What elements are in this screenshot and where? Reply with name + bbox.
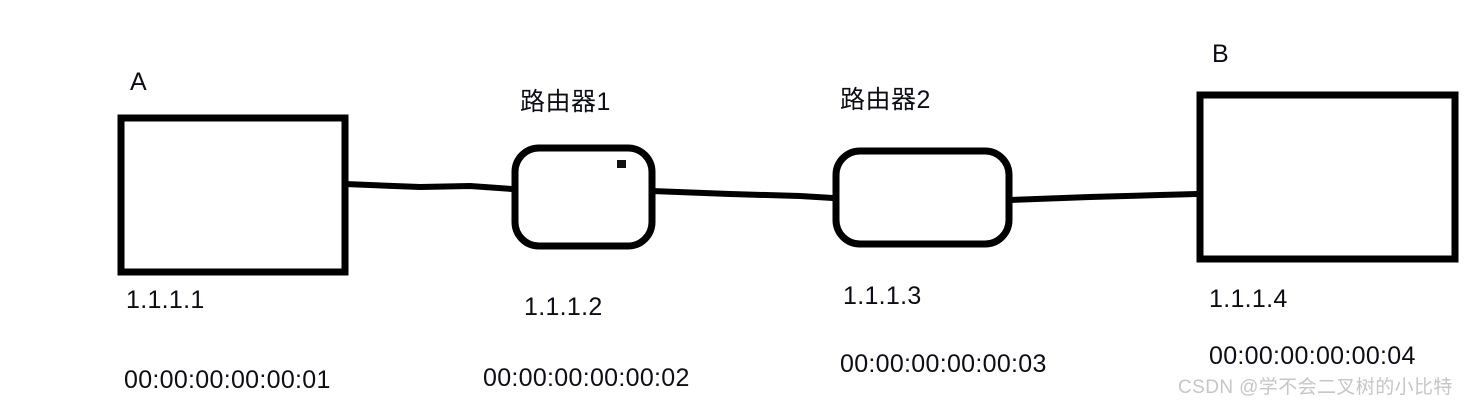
host-a-shape[interactable] [117, 114, 349, 276]
host-b-title: B [1212, 40, 1229, 68]
host-a-title: A [130, 68, 147, 96]
host-b-ip-label: 1.1.1.4 [1209, 285, 1288, 313]
csdn-watermark: CSDN @学不会二叉树的小比特 [1178, 377, 1453, 398]
router-2-mac-label: 00:00:00:00:00:03 [840, 350, 1047, 378]
router-1-indicator-dot [617, 160, 626, 168]
link-router-1-router-2 [651, 188, 834, 201]
router-2-shape[interactable] [832, 147, 1013, 248]
link-router-2-host-b [1008, 191, 1198, 203]
router-1-ip-label: 1.1.1.2 [524, 293, 603, 321]
router-1-mac-label: 00:00:00:00:00:02 [483, 364, 690, 392]
router-2-title: 路由器2 [840, 86, 931, 114]
host-b-mac-label: 00:00:00:00:00:04 [1209, 342, 1416, 370]
host-a-ip-label: 1.1.1.1 [126, 286, 205, 314]
router-1-shape[interactable] [511, 144, 656, 250]
router-1-title: 路由器1 [520, 88, 611, 116]
host-a-mac-label: 00:00:00:00:00:01 [124, 366, 331, 394]
host-b-shape[interactable] [1196, 91, 1459, 263]
router-2-ip-label: 1.1.1.3 [843, 282, 922, 310]
link-host-a-router-1 [344, 181, 513, 192]
